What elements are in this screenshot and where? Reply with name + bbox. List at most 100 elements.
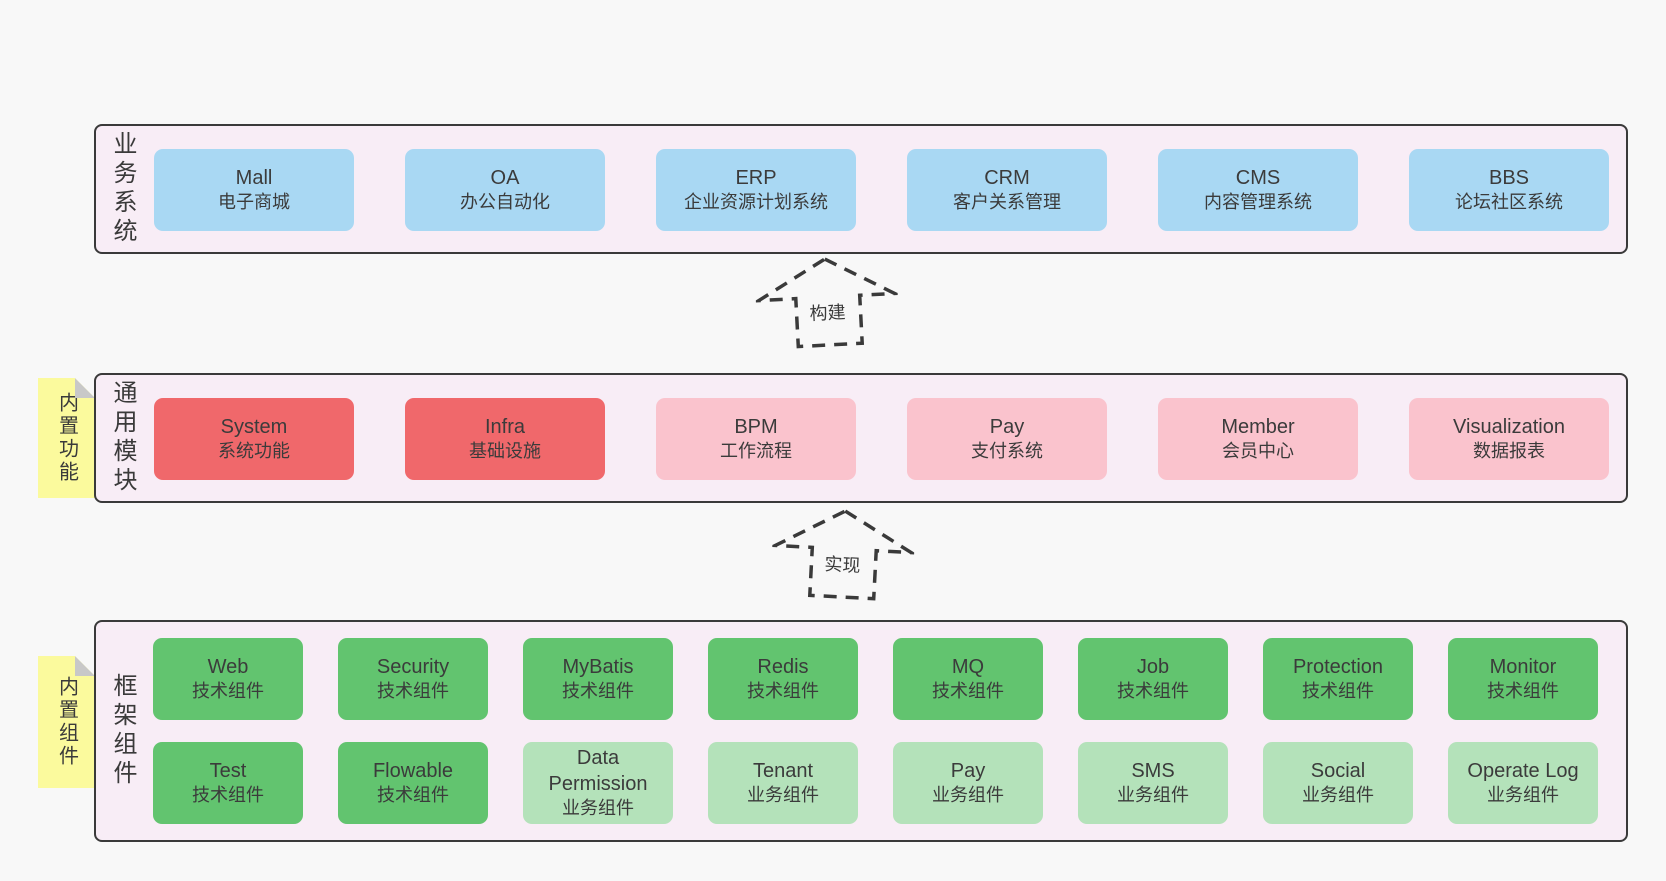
box-title: Web — [207, 656, 249, 679]
box-subtitle: 业务组件 — [932, 785, 1004, 806]
box-mall: Mall 电子商城 — [154, 149, 354, 231]
build-arrow: 构建 — [753, 252, 901, 351]
box-subtitle: 企业资源计划系统 — [684, 192, 828, 213]
box-redis: Redis 技术组件 — [708, 638, 858, 720]
box-title: BBS — [1488, 167, 1530, 190]
box-title: Infra — [484, 416, 526, 439]
folded-corner — [75, 378, 95, 398]
box-subtitle: 技术组件 — [192, 785, 264, 806]
box-subtitle: 内容管理系统 — [1204, 192, 1312, 213]
section-label-modules: 通用模块 — [109, 380, 136, 496]
box-protection: Protection 技术组件 — [1263, 638, 1413, 720]
section-label-business: 业务系统 — [109, 131, 136, 247]
section-framework-components: 框架组件 Web 技术组件 Security 技术组件 MyBatis 技术组件… — [94, 620, 1628, 842]
box-data-permission: Data Permission 业务组件 — [523, 742, 673, 824]
box-visualization: Visualization 数据报表 — [1409, 398, 1609, 480]
box-tenant: Tenant 业务组件 — [708, 742, 858, 824]
box-oa: OA 办公自动化 — [405, 149, 605, 231]
box-subtitle: 业务组件 — [1117, 785, 1189, 806]
section-label-framework: 框架组件 — [109, 673, 136, 789]
box-member: Member 会员中心 — [1158, 398, 1358, 480]
box-pay: Pay 支付系统 — [907, 398, 1107, 480]
box-subtitle: 业务组件 — [1302, 785, 1374, 806]
box-title: Redis — [757, 656, 809, 679]
build-arrow-label: 构建 — [804, 296, 851, 328]
box-title: Mall — [235, 167, 273, 190]
box-security: Security 技术组件 — [338, 638, 488, 720]
box-subtitle: 客户关系管理 — [953, 192, 1061, 213]
box-title: OA — [490, 167, 520, 190]
box-monitor: Monitor 技术组件 — [1448, 638, 1598, 720]
sticky-label: 内置功能 — [55, 392, 78, 484]
box-title: ERP — [735, 167, 777, 190]
box-subtitle: 支付系统 — [971, 441, 1043, 462]
box-title: BPM — [734, 416, 778, 439]
sticky-note-built-in-features: 内置功能 — [38, 378, 95, 498]
box-title: Social — [1310, 760, 1366, 783]
box-title: CRM — [984, 167, 1030, 190]
box-subtitle: 技术组件 — [1302, 681, 1374, 702]
sticky-note-built-in-components: 内置组件 — [38, 656, 95, 788]
box-subtitle: 业务组件 — [747, 785, 819, 806]
box-title: Security — [376, 656, 450, 679]
box-title: Protection — [1292, 656, 1384, 679]
box-subtitle: 业务组件 — [1487, 785, 1559, 806]
box-title: Data Permission — [548, 747, 648, 796]
box-subtitle: 技术组件 — [1117, 681, 1189, 702]
box-title: Flowable — [372, 760, 454, 783]
box-title: Test — [209, 760, 247, 783]
section-business-systems: 业务系统 Mall 电子商城 OA 办公自动化 ERP 企业资源计划系统 CRM… — [94, 124, 1628, 254]
box-title: MQ — [951, 656, 985, 679]
box-subtitle: 技术组件 — [932, 681, 1004, 702]
box-title: CMS — [1235, 167, 1281, 190]
box-subtitle: 技术组件 — [747, 681, 819, 702]
box-subtitle: 办公自动化 — [460, 192, 550, 213]
box-erp: ERP 企业资源计划系统 — [656, 149, 856, 231]
box-subtitle: 基础设施 — [469, 441, 541, 462]
box-subtitle: 技术组件 — [192, 681, 264, 702]
box-subtitle: 电子商城 — [218, 192, 290, 213]
implement-arrow-label: 实现 — [819, 548, 866, 580]
box-title: Pay — [950, 760, 986, 783]
box-crm: CRM 客户关系管理 — [907, 149, 1107, 231]
box-title: Tenant — [752, 760, 814, 783]
sticky-label: 内置组件 — [55, 676, 78, 768]
box-mq: MQ 技术组件 — [893, 638, 1043, 720]
box-bbs: BBS 论坛社区系统 — [1409, 149, 1609, 231]
box-subtitle: 技术组件 — [377, 785, 449, 806]
box-sms: SMS 业务组件 — [1078, 742, 1228, 824]
box-title: SMS — [1131, 760, 1175, 783]
folded-corner — [75, 656, 95, 676]
box-pay-biz: Pay 业务组件 — [893, 742, 1043, 824]
box-subtitle: 数据报表 — [1473, 441, 1545, 462]
box-subtitle: 会员中心 — [1222, 441, 1294, 462]
box-title: Operate Log — [1467, 760, 1579, 783]
box-subtitle: 技术组件 — [1487, 681, 1559, 702]
box-infra: Infra 基础设施 — [405, 398, 605, 480]
box-test: Test 技术组件 — [153, 742, 303, 824]
box-bpm: BPM 工作流程 — [656, 398, 856, 480]
box-job: Job 技术组件 — [1078, 638, 1228, 720]
box-subtitle: 工作流程 — [720, 441, 792, 462]
box-cms: CMS 内容管理系统 — [1158, 149, 1358, 231]
box-web: Web 技术组件 — [153, 638, 303, 720]
box-subtitle: 技术组件 — [377, 681, 449, 702]
box-subtitle: 论坛社区系统 — [1455, 192, 1563, 213]
section-common-modules: 通用模块 System 系统功能 Infra 基础设施 BPM 工作流程 Pay… — [94, 373, 1628, 503]
box-social: Social 业务组件 — [1263, 742, 1413, 824]
box-title: Pay — [989, 416, 1025, 439]
box-title: MyBatis — [562, 656, 634, 679]
box-title: Job — [1136, 656, 1170, 679]
box-operate-log: Operate Log 业务组件 — [1448, 742, 1598, 824]
box-title: System — [220, 416, 288, 439]
box-title: Visualization — [1453, 416, 1565, 439]
box-subtitle: 技术组件 — [562, 681, 634, 702]
box-flowable: Flowable 技术组件 — [338, 742, 488, 824]
box-title: Monitor — [1489, 656, 1557, 679]
box-system: System 系统功能 — [154, 398, 354, 480]
box-subtitle: 系统功能 — [218, 441, 290, 462]
box-mybatis: MyBatis 技术组件 — [523, 638, 673, 720]
box-title: Member — [1221, 416, 1295, 439]
implement-arrow: 实现 — [769, 504, 917, 603]
